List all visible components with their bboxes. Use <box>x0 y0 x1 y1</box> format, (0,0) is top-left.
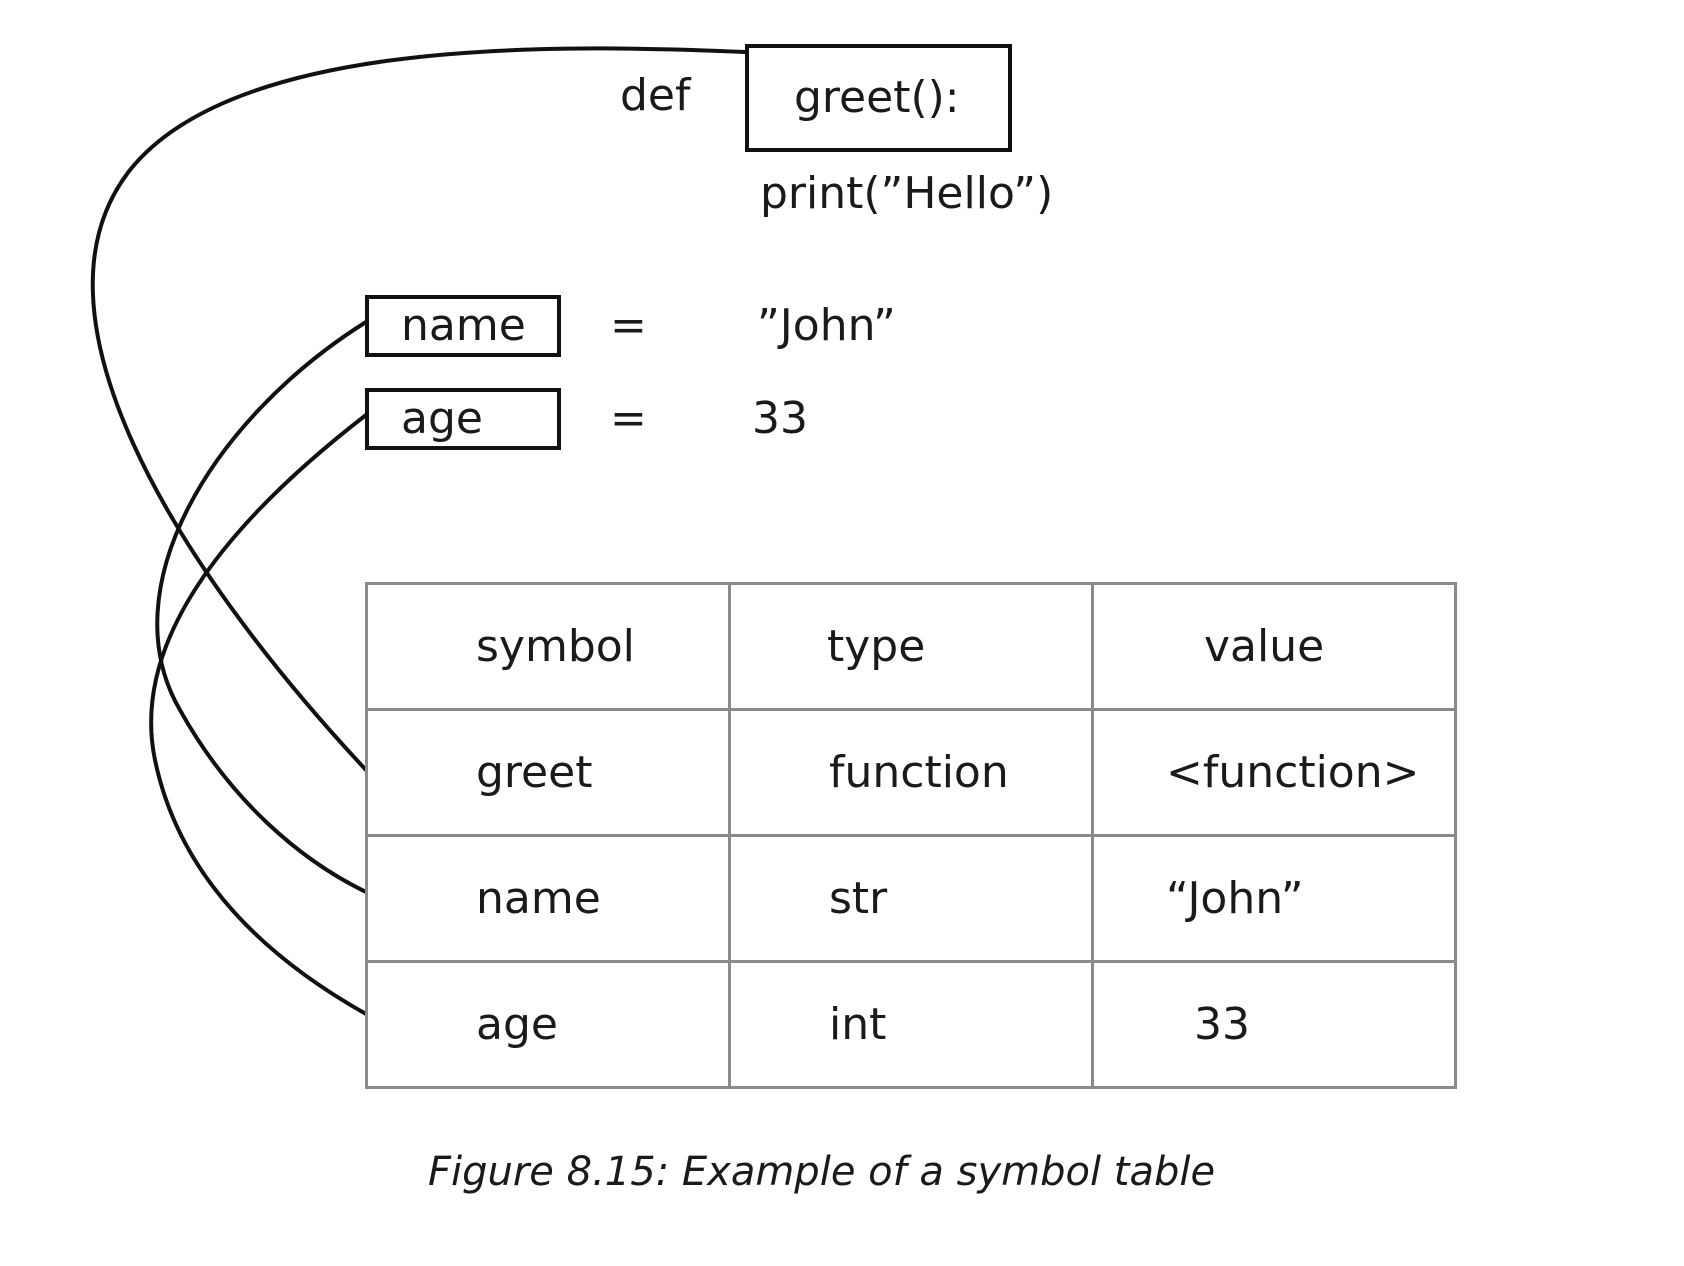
table-row: age int 33 <box>365 960 1457 1089</box>
cell-type: function <box>728 708 1094 837</box>
assign-operator-age: = <box>610 393 647 444</box>
cell-symbol: name <box>365 834 731 963</box>
function-body: print(”Hello”) <box>760 168 1054 219</box>
assign-value-name: ”John” <box>757 300 896 351</box>
cell-symbol: greet <box>365 708 731 837</box>
connector-age <box>149 413 368 1016</box>
assign-operator-name: = <box>610 300 647 351</box>
table-row: greet function <function> <box>365 708 1457 837</box>
variable-age-label: age <box>401 393 483 444</box>
cell-type: int <box>728 960 1094 1089</box>
header-symbol: symbol <box>365 582 731 711</box>
cell-value: <function> <box>1091 708 1457 837</box>
symbol-table: symbol type value greet function <functi… <box>365 582 1457 1089</box>
assign-value-age: 33 <box>752 393 808 444</box>
header-value: value <box>1091 582 1457 711</box>
variable-name-label: name <box>401 300 526 351</box>
cell-symbol: age <box>365 960 731 1089</box>
figure-caption: Figure 8.15: Example of a symbol table <box>428 1149 1216 1195</box>
cell-value: 33 <box>1091 960 1457 1089</box>
variable-age-box: age <box>365 388 561 450</box>
function-name-box: greet(): <box>745 44 1012 152</box>
table-row: name str “John” <box>365 834 1457 963</box>
function-signature: greet(): <box>794 72 960 123</box>
header-type: type <box>728 582 1094 711</box>
cell-value: “John” <box>1091 834 1457 963</box>
table-header-row: symbol type value <box>365 582 1457 711</box>
cell-type: str <box>728 834 1094 963</box>
connector-name <box>155 320 368 894</box>
variable-name-box: name <box>365 295 561 357</box>
def-keyword: def <box>620 70 691 121</box>
